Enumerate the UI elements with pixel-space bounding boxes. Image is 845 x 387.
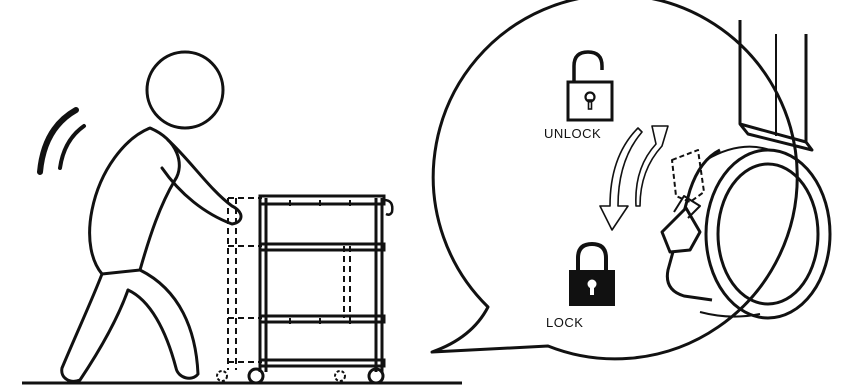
person-arm [160, 138, 243, 226]
person-head [145, 50, 225, 130]
cart-wheel [334, 370, 346, 382]
cart-back-frame [227, 197, 351, 370]
person-figure [60, 50, 243, 383]
caster-wheel-inner [716, 162, 820, 306]
lock-label: LOCK [546, 315, 583, 330]
strain-marks [37, 107, 86, 175]
cart-wheel [216, 370, 228, 382]
cart-wheel [367, 367, 385, 385]
padlock-closed-icon [569, 241, 615, 306]
person-leg-front [126, 268, 200, 380]
brake-pedal-unlocked [671, 149, 705, 203]
unlock-label: UNLOCK [544, 126, 601, 141]
person-torso [88, 126, 181, 276]
trolley-cart [216, 194, 394, 385]
rotation-arrows [599, 125, 669, 231]
cart-wheel [247, 367, 265, 385]
padlock-open-icon [566, 50, 614, 122]
caster-detail [660, 20, 832, 320]
brake-pedal-locked [660, 206, 702, 254]
person-leg-back [60, 272, 130, 383]
